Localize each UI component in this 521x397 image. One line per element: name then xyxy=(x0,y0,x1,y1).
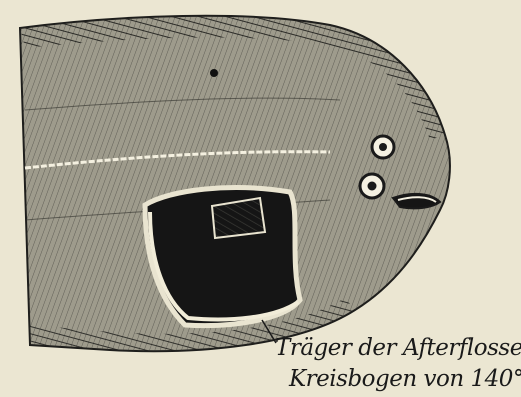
annotation-line-1: Träger der Afterflosse xyxy=(275,335,521,361)
upper-eye xyxy=(372,136,394,158)
pectoral-fin xyxy=(212,198,265,238)
annotation-line-2: Kreisbogen von 140° xyxy=(289,366,521,392)
lower-eye xyxy=(360,174,384,198)
body-dot xyxy=(210,69,218,77)
